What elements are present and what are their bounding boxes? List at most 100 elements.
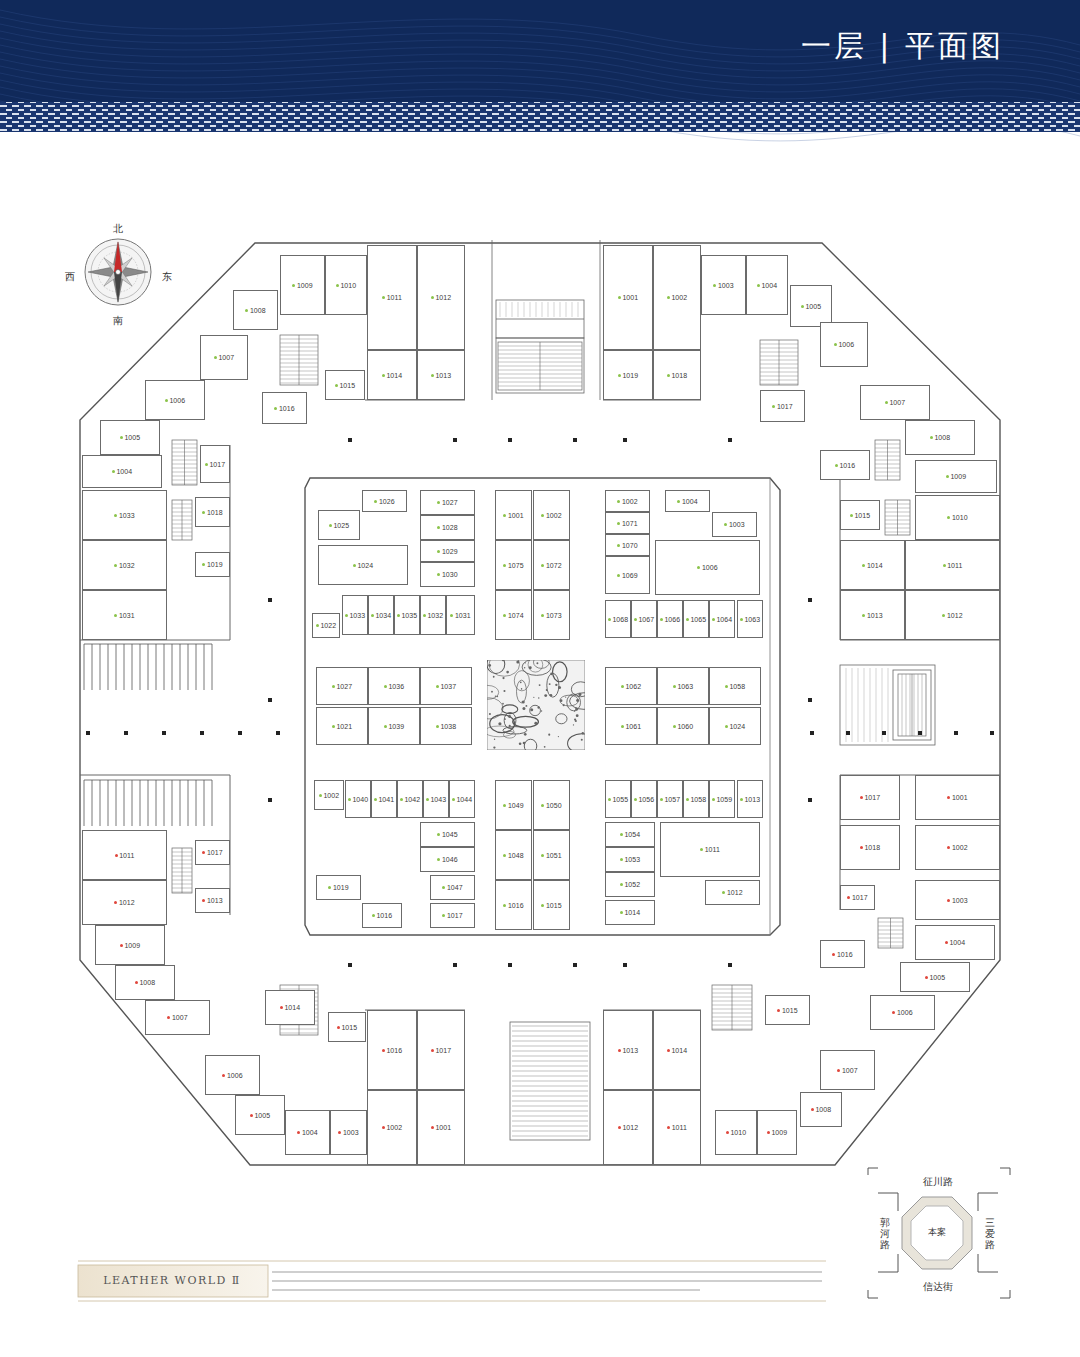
unit-number: 1008	[250, 307, 266, 314]
unit-dot	[667, 296, 670, 299]
unit-dot	[335, 384, 338, 387]
unit-dot	[329, 524, 332, 527]
shop-unit: 1049	[495, 780, 532, 830]
unit-dot	[316, 624, 319, 627]
unit-number: 1063	[744, 616, 760, 623]
step-line	[512, 1026, 588, 1027]
unit-dot	[620, 833, 623, 836]
unit-dot	[777, 1009, 780, 1012]
step-line	[512, 1086, 588, 1087]
compass-letter: 西	[65, 271, 75, 282]
site-label: 本案	[928, 1228, 946, 1238]
unit-dot	[621, 725, 624, 728]
shop-unit: 1056	[631, 780, 657, 818]
step-line	[512, 1126, 588, 1127]
road-name: 信达街	[923, 1281, 953, 1292]
unit-number: 1051	[546, 852, 562, 859]
shop-unit: 1011	[367, 245, 417, 350]
unit-number: 1008	[934, 434, 950, 441]
unit-number: 1012	[947, 612, 963, 619]
shop-unit: 1068	[605, 600, 631, 638]
shop-unit: 1012	[82, 880, 167, 925]
stair-symbol	[878, 918, 903, 948]
unit-dot	[112, 470, 115, 473]
unit-dot	[384, 685, 387, 688]
shop-unit: 1033	[82, 490, 167, 540]
unit-dot	[634, 798, 637, 801]
unit-dot	[617, 500, 620, 503]
column	[954, 731, 958, 735]
unit-number: 1003	[718, 282, 734, 289]
wall-lines	[80, 400, 1000, 1010]
unit-dot	[541, 904, 544, 907]
shop-unit: 1013	[603, 1010, 653, 1090]
shop-unit: 1018	[195, 497, 230, 527]
unit-number: 1037	[440, 683, 456, 690]
unit-number: 1007	[218, 354, 234, 361]
shop-unit: 1006	[870, 995, 935, 1030]
shop-unit: 1010	[325, 255, 367, 315]
shop-unit: 1015	[765, 995, 810, 1025]
unit-number: 1021	[336, 723, 352, 730]
shop-unit: 1013	[417, 350, 465, 400]
unit-dot	[837, 1069, 840, 1072]
header-waves	[0, 10, 1080, 141]
shop-unit: 1010	[915, 495, 1000, 540]
unit-dot	[120, 436, 123, 439]
shop-unit: 1047	[430, 875, 475, 900]
unit-number: 1024	[357, 562, 373, 569]
unit-number: 1017	[777, 403, 793, 410]
unit-number: 1075	[508, 562, 524, 569]
unit-dot	[541, 514, 544, 517]
shop-unit: 1009	[280, 255, 325, 315]
step-line	[512, 1106, 588, 1107]
unit-number: 1016	[837, 951, 853, 958]
unit-number: 1028	[442, 524, 458, 531]
unit-dot	[713, 284, 716, 287]
step-line	[512, 1131, 588, 1132]
unit-number: 1070	[622, 542, 638, 549]
unit-number: 1071	[622, 520, 638, 527]
column	[918, 731, 922, 735]
shop-unit: 1041	[371, 780, 397, 818]
courtyard-dot	[489, 713, 491, 715]
shop-unit: 1058	[683, 780, 709, 818]
unit-dot	[617, 574, 620, 577]
shop-unit: 1017	[840, 885, 875, 910]
stair-symbol	[280, 335, 318, 385]
unit-number: 1005	[124, 434, 140, 441]
shop-unit: 1048	[495, 830, 532, 880]
unit-number: 1010	[340, 282, 356, 289]
shop-unit: 1001	[915, 775, 1000, 820]
shop-unit: 1014	[840, 540, 905, 590]
escalator-line	[524, 302, 525, 317]
road-name: 郭河路	[880, 1217, 890, 1250]
courtyard-stone	[553, 662, 567, 682]
step-line	[512, 1076, 588, 1077]
shop-unit: 1003	[712, 512, 757, 537]
unit-number: 1014	[867, 562, 883, 569]
shop-unit: 1004	[285, 1110, 330, 1155]
shop-unit: 1004	[915, 925, 995, 960]
unit-number: 1019	[207, 561, 223, 568]
courtyard-dot	[537, 706, 539, 708]
shop-unit: 1006	[820, 322, 868, 367]
column	[200, 731, 204, 735]
step-line	[512, 1066, 588, 1067]
unit-dot	[862, 564, 865, 567]
shop-unit: 1066	[657, 600, 683, 638]
shop-unit: 1012	[417, 245, 465, 350]
courtyard-dot	[576, 714, 579, 717]
shop-unit: 1014	[605, 900, 655, 925]
shop-unit: 1074	[495, 590, 532, 640]
unit-number: 1002	[671, 294, 687, 301]
shop-unit: 1007	[860, 385, 930, 420]
shop-unit: 1002	[605, 490, 650, 512]
unit-dot	[437, 573, 440, 576]
shop-unit: 1002	[653, 245, 701, 350]
shop-unit: 1009	[95, 925, 165, 965]
unit-dot	[660, 618, 663, 621]
stair-symbol	[885, 500, 910, 535]
unit-number: 1011	[947, 562, 962, 569]
step-line	[512, 1091, 588, 1092]
